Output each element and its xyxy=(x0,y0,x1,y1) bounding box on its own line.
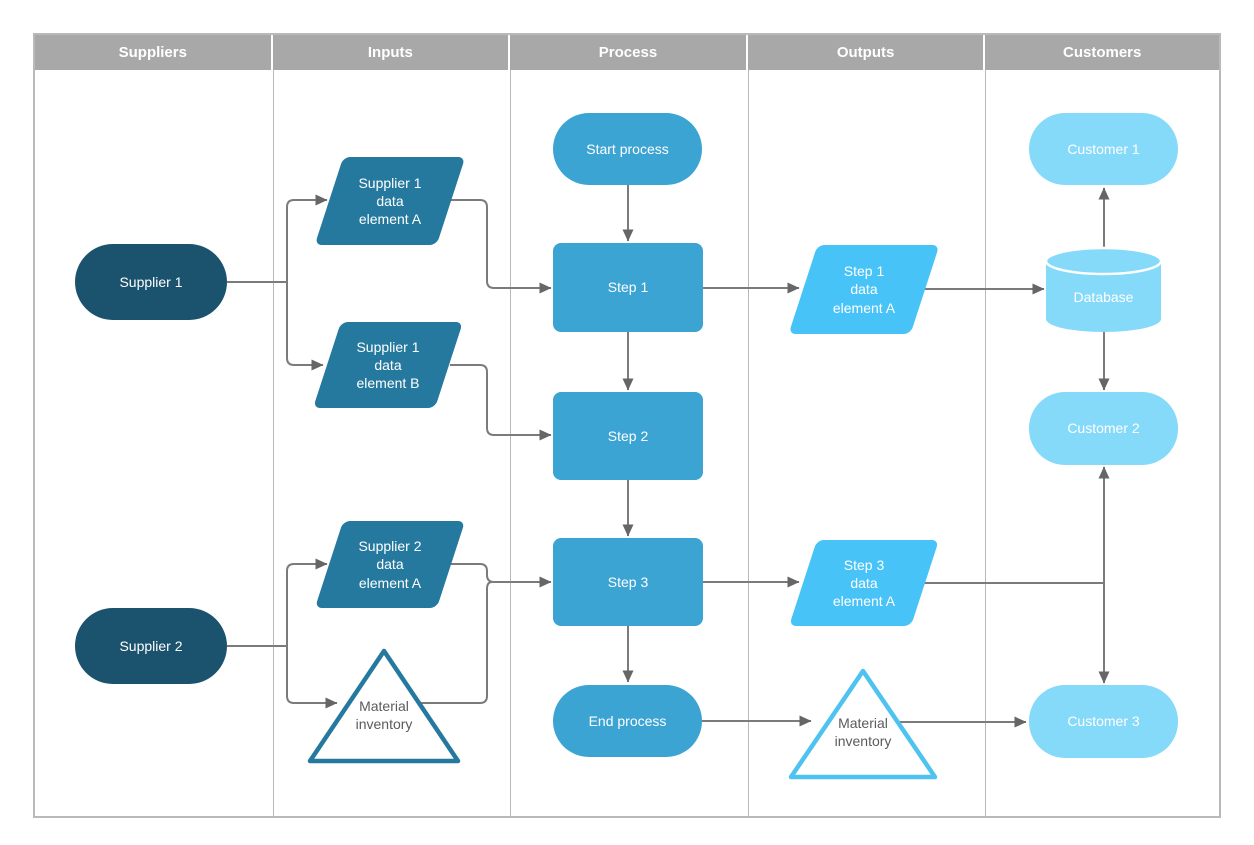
lane-header-inputs[interactable]: Inputs xyxy=(272,35,511,70)
node-step-1[interactable]: Step 1 xyxy=(553,243,703,332)
node-supplier-2[interactable]: Supplier 2 xyxy=(75,608,227,684)
node-step3-data-element-a[interactable]: Step 3 data element A xyxy=(789,540,939,626)
swimlane-table: Suppliers Inputs Process Outputs Custome… xyxy=(33,33,1221,818)
lane-divider xyxy=(985,70,987,816)
node-label: Step 3 data element A xyxy=(832,556,896,610)
node-label: Supplier 1 data element B xyxy=(356,338,420,392)
node-step-2[interactable]: Step 2 xyxy=(553,392,703,480)
lane-divider xyxy=(747,70,749,816)
lane-header-process[interactable]: Process xyxy=(510,35,748,70)
lane-divider xyxy=(510,70,512,816)
node-supplier1-data-element-b[interactable]: Supplier 1 data element B xyxy=(313,322,463,408)
lane-header-outputs[interactable]: Outputs xyxy=(747,35,986,70)
node-customer-2[interactable]: Customer 2 xyxy=(1029,392,1178,465)
lane-divider xyxy=(272,70,274,816)
node-customer-1[interactable]: Customer 1 xyxy=(1029,113,1178,185)
lane-header-customers[interactable]: Customers xyxy=(985,35,1219,70)
output-material-inventory-label: Material inventory xyxy=(834,715,892,750)
database-label: Database xyxy=(1073,289,1134,305)
node-label: Supplier 1 data element A xyxy=(358,174,422,228)
node-step1-data-element-a[interactable]: Step 1 data element A xyxy=(788,245,940,334)
input-material-inventory-label: Material inventory xyxy=(355,698,413,733)
node-end-process[interactable]: End process xyxy=(553,685,702,757)
node-step-3[interactable]: Step 3 xyxy=(553,538,703,626)
node-customer-3[interactable]: Customer 3 xyxy=(1029,685,1178,758)
node-label: Step 1 data element A xyxy=(832,263,896,316)
node-supplier-1[interactable]: Supplier 1 xyxy=(75,244,227,320)
node-supplier1-data-element-a[interactable]: Supplier 1 data element A xyxy=(314,157,466,245)
node-label: Supplier 2 data element A xyxy=(358,538,422,591)
node-start-process[interactable]: Start process xyxy=(553,113,702,185)
lane-header-suppliers[interactable]: Suppliers xyxy=(35,35,273,70)
node-supplier2-data-element-a[interactable]: Supplier 2 data element A xyxy=(314,521,466,608)
